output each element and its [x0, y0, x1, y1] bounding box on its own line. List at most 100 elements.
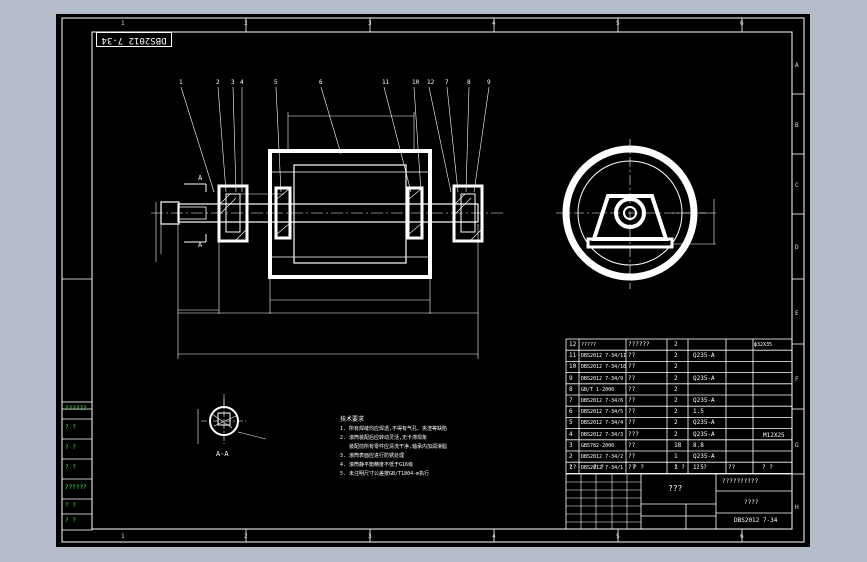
title-block-name: ???	[668, 484, 683, 493]
bom-qty: 2	[674, 341, 678, 348]
left-stamp-grid	[61, 401, 93, 531]
bom-footer-cell: ??	[728, 464, 736, 471]
bom-name: ??	[628, 397, 636, 404]
zone-ticks	[62, 18, 804, 542]
stamp-cell: ? ?	[65, 424, 76, 431]
tech-requirement-line: 5. 未注明尺寸公差按GB/T1804-m执行	[340, 471, 430, 477]
outer-border	[61, 17, 805, 543]
zone-right-label: F	[795, 376, 799, 383]
zone-top-label: 5	[616, 20, 620, 27]
title-block-company: ??????????	[722, 478, 759, 485]
bom-qty: 2	[674, 419, 678, 427]
bom-no: 8	[569, 385, 573, 393]
zone-top-label: 1	[121, 20, 125, 27]
inner-border	[91, 31, 793, 530]
bom-no: 6	[569, 408, 573, 416]
bom-footer-cell: ? ?	[674, 464, 685, 471]
zone-right-label: E	[795, 310, 799, 317]
leader-number: 5	[274, 79, 278, 86]
bom-footer-cell: ? ?	[593, 464, 604, 471]
bom-code: DBS2012 7-34/6	[581, 398, 624, 404]
zone-right-label: H	[795, 504, 799, 511]
bom-no: 9	[569, 374, 573, 382]
bom-material: Q235-A	[693, 397, 715, 404]
bom-no: 1	[569, 464, 573, 472]
bom-code: DBS2012 7-34/4	[581, 420, 624, 427]
section-label: A-A	[216, 450, 229, 458]
bom-code: DBS2012 7-34/5	[581, 409, 624, 416]
bom-qty: 2	[674, 408, 678, 416]
section-marker-bottom: A	[198, 241, 203, 249]
bom-footer-cell: ??	[569, 464, 577, 471]
tech-requirement-line: 1. 所有焊缝均应焊透,不得有气孔、夹渣等缺陷	[340, 426, 448, 432]
tech-requirement-line: 4. 滚筒静平衡精度不低于G16级	[340, 462, 414, 468]
bom-code: ?????	[581, 342, 597, 348]
stamp-cell: ??????	[65, 484, 87, 491]
bom-name: ??	[628, 385, 636, 393]
bom-qty: 1	[674, 464, 678, 472]
zone-right-label: G	[795, 442, 799, 449]
zone-bottom-label: 4	[492, 533, 496, 540]
main-view	[151, 86, 506, 359]
bom-code: DBS2012 7-34/11	[581, 353, 627, 360]
bom-material: Q235-A	[693, 453, 715, 460]
zone-right-label: C	[795, 182, 799, 189]
bom-qty: 2	[674, 374, 678, 382]
bom-name: ??	[628, 453, 636, 460]
bom-material: Q235-A	[693, 430, 715, 438]
bom-footer-cell: ? ?	[633, 464, 644, 471]
bom-code: DBS2012 7-34/9	[581, 375, 624, 382]
stamp-cell: ? ?	[65, 517, 76, 524]
stamp-cell: ? ?	[65, 502, 76, 509]
zone-top-label: 3	[368, 20, 372, 27]
bom-code: GB/T 1-2000	[581, 386, 615, 393]
bom-qty: 2	[674, 385, 678, 393]
bom-material: 8.8	[693, 441, 704, 449]
bom-qty: 1	[674, 453, 678, 460]
leader-number: 11	[382, 79, 390, 86]
side-view	[556, 139, 716, 289]
bom-no: 4	[569, 430, 573, 438]
stamp-cell: ??????	[65, 405, 87, 412]
zone-top-label: 2	[244, 20, 248, 27]
bom-name: ??	[628, 408, 636, 416]
title-block-mid: ????	[744, 499, 759, 506]
bom-name: ??	[628, 464, 636, 472]
bom-code: DBS2012 7-34/10	[581, 364, 627, 371]
bom-no: 3	[569, 441, 573, 449]
zone-right-label: D	[795, 244, 799, 251]
bom-no: 11	[569, 352, 577, 360]
bom-qty: 2	[674, 430, 678, 438]
bom-no: 2	[569, 453, 573, 460]
zone-bottom-label: 6	[740, 533, 744, 540]
leader-number: 3	[231, 79, 235, 86]
tech-requirement-line: 3. 滚筒表面应进行防锈处理	[340, 453, 405, 459]
section-view	[197, 394, 267, 444]
bom-qty: 2	[674, 397, 678, 404]
title-block-number: DBS2012 7-34	[734, 517, 778, 524]
bom-header-right: ф32X35	[754, 342, 773, 348]
stamp-cell: ? ?	[65, 464, 76, 471]
leader-number: 1	[179, 79, 183, 86]
bom-material: Q235-A	[693, 352, 715, 360]
zone-bottom-label: 3	[368, 533, 372, 540]
leader-number: 9	[487, 79, 491, 86]
bom-name: ??	[628, 419, 636, 427]
bom-no: 7	[569, 397, 573, 404]
bom-material: 1.5	[693, 408, 704, 416]
bom-qty: 18	[674, 441, 682, 449]
zone-bottom-label: 1	[121, 533, 125, 540]
cad-drawing	[61, 17, 805, 543]
tech-requirement-line: 2. 滚筒装配后应转动灵活,无卡滞现象	[340, 435, 428, 441]
bom-extra: M12X25	[763, 432, 785, 439]
bom-no: 10	[569, 363, 577, 371]
leader-number: 10	[412, 79, 420, 86]
stamp-cell: ? ?	[65, 444, 76, 451]
bom-name: ??	[628, 441, 636, 449]
zone-bottom-label: 2	[244, 533, 248, 540]
zone-bottom-label: 5	[616, 533, 620, 540]
leader-number: 2	[216, 79, 220, 86]
tech-requirements-title: 技术要求	[340, 416, 365, 423]
bom-material: Q235-A	[693, 419, 715, 427]
